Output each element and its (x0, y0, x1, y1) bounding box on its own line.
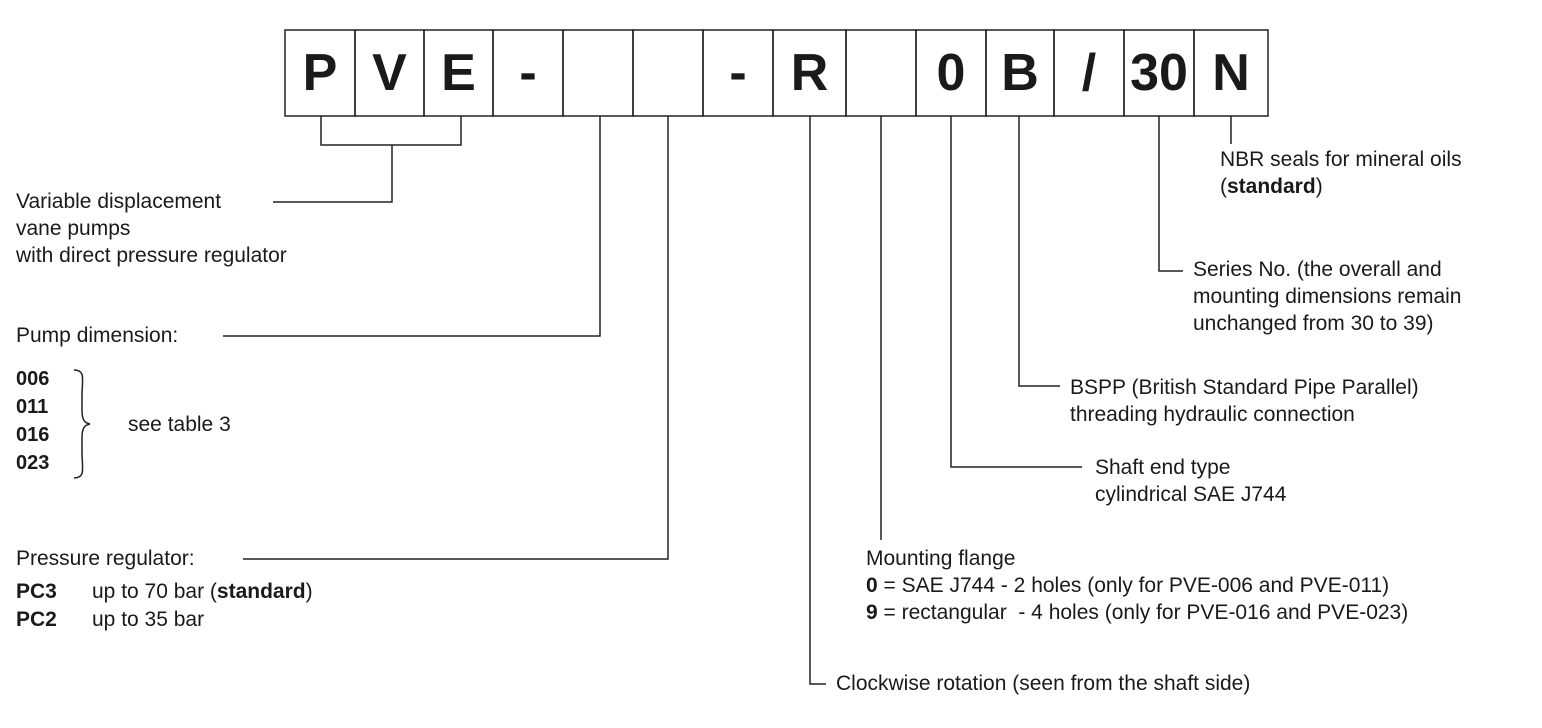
code-box-seals: N (1194, 30, 1268, 116)
flange-code: 0 (866, 574, 878, 597)
seals-paren-open: ( (1220, 175, 1227, 198)
code-char: - (729, 44, 747, 102)
threading-line-1: BSPP (British Standard Pipe Parallel) (1070, 376, 1419, 399)
flange-option: 0 = SAE J744 - 2 holes (only for PVE-006… (866, 572, 1408, 599)
dimension-note: see table 3 (128, 413, 231, 436)
rotation-description: Clockwise rotation (seen from the shaft … (836, 672, 1251, 695)
code-char: B (1001, 44, 1039, 102)
code-box-pump-letter-p: P (285, 30, 355, 116)
pump-type-line-3: with direct pressure regulator (16, 244, 287, 267)
code-box-dash-1: - (493, 30, 563, 116)
flange-code: 9 (866, 601, 878, 624)
leader-rotation (809, 116, 826, 685)
dimension-brace (73, 369, 91, 479)
regulator-description: up to 35 bar (92, 608, 204, 632)
leader-shaft (950, 116, 1082, 468)
code-char: P (302, 44, 338, 102)
regulator-code: PC3 (16, 580, 57, 603)
leader-pump-dimension (223, 116, 601, 337)
flange-option: 9 = rectangular - 4 holes (only for PVE-… (866, 599, 1408, 626)
code-box-pressure-regulator (633, 30, 703, 116)
mounting-flange-description: Mounting flange 0 = SAE J744 - 2 holes (… (866, 545, 1408, 626)
flange-desc: = rectangular - 4 holes (only for PVE-01… (877, 601, 1409, 624)
seals-paren-close: ) (1315, 175, 1323, 198)
mounting-flange-title: Mounting flange (866, 547, 1016, 570)
regulator-desc-end: ) (305, 580, 313, 603)
series-line-1: Series No. (the overall and (1193, 258, 1442, 281)
pump-dimension-label: Pump dimension: (16, 324, 179, 347)
dimension-option: 011 (16, 396, 49, 418)
flange-desc: = SAE J744 - 2 holes (only for PVE-006 a… (877, 574, 1390, 597)
leader-threading (1018, 116, 1060, 387)
series-line-2: mounting dimensions remain (1193, 285, 1462, 308)
code-char: 30 (1130, 44, 1188, 102)
dimension-option: 023 (16, 452, 50, 474)
dimension-option: 006 (16, 368, 50, 390)
seals-line-2: (standard) (1220, 173, 1462, 200)
pressure-regulator-label: Pressure regulator: (16, 547, 195, 570)
regulator-desc-text: up to 35 bar (92, 608, 205, 631)
shaft-line-1: Shaft end type (1095, 456, 1231, 479)
code-box-pump-letter-v: V (355, 30, 424, 116)
seals-line-1: NBR seals for mineral oils (1220, 148, 1462, 171)
threading-description: BSPP (British Standard Pipe Parallel) th… (1070, 374, 1419, 428)
leader-pump-type (320, 116, 462, 146)
leader-series (1158, 116, 1183, 272)
code-char: E (441, 44, 476, 102)
pump-type-description: Variable displacement vane pumps with di… (16, 188, 287, 269)
code-char: 0 (936, 44, 966, 102)
code-box-pump-letter-e: E (424, 30, 493, 116)
regulator-desc-text: up to 70 bar ( (92, 580, 217, 603)
code-box-series: 30 (1124, 30, 1194, 116)
dimension-option: 016 (16, 424, 50, 446)
regulator-desc-bold: standard (216, 580, 306, 603)
regulator-code: PC2 (16, 608, 57, 631)
code-box-pump-dimension (563, 30, 633, 116)
seals-description: NBR seals for mineral oils (standard) (1220, 146, 1462, 200)
code-box-dash-2: - (703, 30, 773, 116)
shaft-description: Shaft end type cylindrical SAE J744 (1095, 454, 1286, 508)
code-char: R (790, 44, 829, 102)
seals-standard: standard (1227, 175, 1316, 198)
series-description: Series No. (the overall and mounting dim… (1193, 256, 1461, 337)
series-line-3: unchanged from 30 to 39) (1193, 312, 1434, 335)
regulator-description: up to 70 bar (standard) (92, 580, 313, 604)
code-box-rotation: R (773, 30, 846, 116)
code-box-threading: B (986, 30, 1054, 116)
code-char: - (519, 44, 537, 102)
leader-pressure-regulator (243, 116, 669, 560)
pump-type-line-1: Variable displacement (16, 190, 222, 213)
code-box-slash: / (1054, 30, 1124, 116)
leader-pump-type-stem (273, 145, 393, 203)
code-box-mounting-flange (846, 30, 916, 116)
threading-line-2: threading hydraulic connection (1070, 403, 1355, 426)
code-char: / (1081, 44, 1097, 102)
shaft-line-2: cylindrical SAE J744 (1095, 483, 1287, 506)
code-char: V (372, 44, 407, 102)
code-box-shaft: 0 (916, 30, 986, 116)
pump-type-line-2: vane pumps (16, 217, 131, 240)
code-char: N (1212, 44, 1250, 102)
